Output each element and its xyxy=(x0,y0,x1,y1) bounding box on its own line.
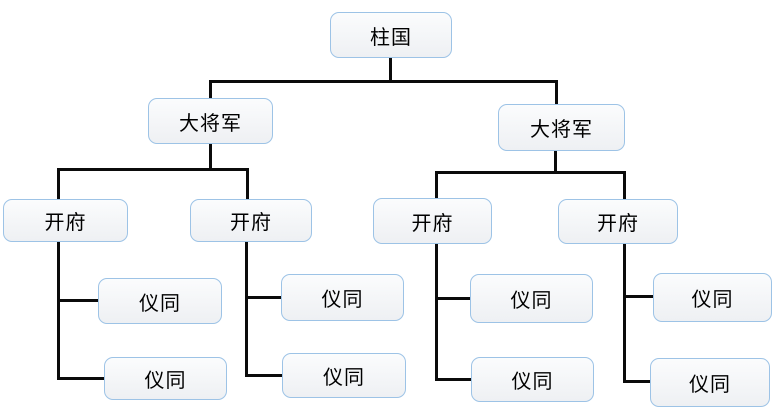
org-node-zhuguo: 柱国 xyxy=(330,12,452,58)
connector-kaifu-12-bus xyxy=(57,168,249,171)
connector-yitong-4b-stub xyxy=(623,380,650,383)
org-node-dajiangjun-2: 大将军 xyxy=(498,104,625,151)
connector-yitong-1b-stub xyxy=(57,377,104,380)
org-node-kaifu-3: 开府 xyxy=(373,198,492,244)
connector-kaifu-1-hang xyxy=(57,242,60,380)
connector-yitong-2b-stub xyxy=(245,374,282,377)
org-node-kaifu-4: 开府 xyxy=(558,199,678,244)
org-node-yitong-3b: 仪同 xyxy=(471,357,594,402)
org-node-dajiangjun-1: 大将军 xyxy=(148,98,273,144)
connector-yitong-2a-stub xyxy=(245,296,281,299)
org-node-yitong-2b: 仪同 xyxy=(282,353,406,398)
org-node-yitong-3a: 仪同 xyxy=(470,274,593,323)
org-node-kaifu-2: 开府 xyxy=(190,199,312,242)
org-node-kaifu-1: 开府 xyxy=(3,199,128,242)
connector-yitong-4a-stub xyxy=(623,295,653,298)
connector-dajiangjun-1-drop xyxy=(209,144,212,171)
connector-kaifu-2-riser xyxy=(246,168,249,200)
connector-dajiangjun-1-riser xyxy=(209,80,212,99)
connector-kaifu-34-bus xyxy=(435,171,626,174)
connector-kaifu-4-hang xyxy=(623,244,626,383)
connector-yitong-1a-stub xyxy=(57,299,98,302)
org-node-yitong-1b: 仪同 xyxy=(104,357,227,400)
org-node-yitong-4b: 仪同 xyxy=(650,358,770,407)
org-node-yitong-4a: 仪同 xyxy=(653,273,772,322)
connector-kaifu-3-hang xyxy=(435,244,438,381)
connector-kaifu-2-hang xyxy=(245,241,248,377)
org-node-yitong-1a: 仪同 xyxy=(98,278,222,324)
connector-kaifu-4-riser xyxy=(623,171,626,201)
connector-yitong-3a-stub xyxy=(435,297,470,300)
connector-zhuguo-drop xyxy=(389,58,392,82)
org-node-yitong-2a: 仪同 xyxy=(281,274,404,321)
connector-kaifu-1-riser xyxy=(57,168,60,200)
connector-dajiangjun-2-riser xyxy=(555,80,558,105)
connector-kaifu-3-riser xyxy=(435,171,438,199)
connector-dajiangjun-2-drop xyxy=(554,151,557,174)
connector-level2-bus xyxy=(209,80,558,83)
connector-yitong-3b-stub xyxy=(435,378,471,381)
